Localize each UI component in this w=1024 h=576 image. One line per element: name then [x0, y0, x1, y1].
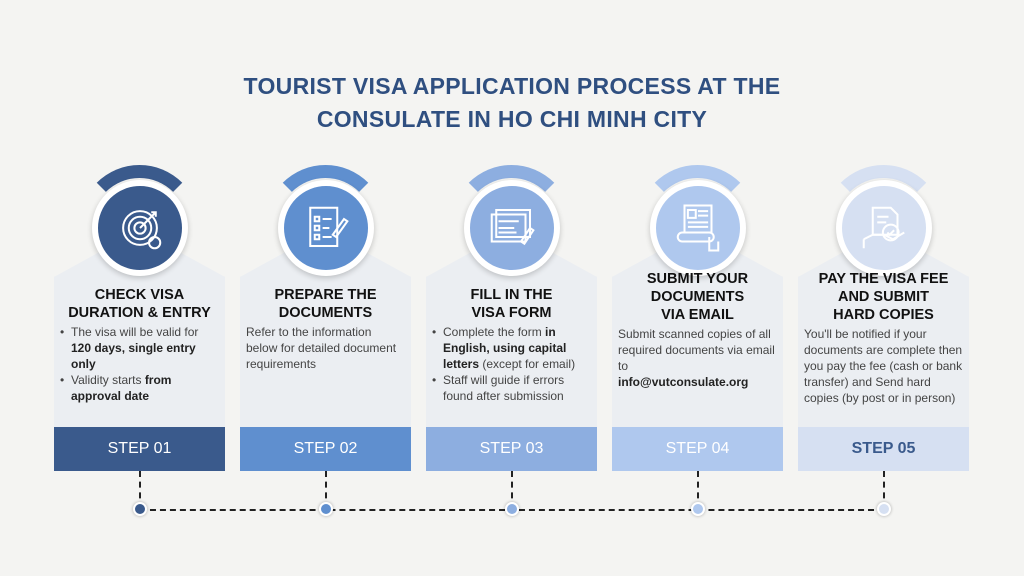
email-link[interactable]: info@vutconsulate.org	[618, 375, 749, 389]
step-label: STEP 04	[612, 427, 783, 471]
form-pen-icon	[464, 180, 560, 276]
step-description: The visa will be valid for 120 days, sin…	[60, 324, 219, 404]
timeline-dot	[505, 502, 519, 516]
timeline-dot	[691, 502, 705, 516]
connector-line	[325, 471, 327, 509]
step-description: Complete the form in English, using capi…	[432, 324, 591, 404]
step-label: STEP 05	[798, 427, 969, 471]
connector-line	[139, 471, 141, 509]
timeline-dot	[319, 502, 333, 516]
timeline-dot	[133, 502, 147, 516]
bullet-item: The visa will be valid for 120 days, sin…	[60, 324, 219, 372]
hand-document-check-icon	[836, 180, 932, 276]
connector-line	[883, 471, 885, 509]
submit-click-icon	[650, 180, 746, 276]
step-description: Submit scanned copies of all required do…	[618, 327, 775, 389]
target-gear-icon	[92, 180, 188, 276]
step-label: STEP 01	[54, 427, 225, 471]
connector-line	[697, 471, 699, 509]
bullet-item: Validity starts from approval date	[60, 372, 219, 404]
step-label: STEP 02	[240, 427, 411, 471]
step-description: Refer to the information below for detai…	[246, 325, 397, 371]
bullet-item: Complete the form in English, using capi…	[432, 324, 591, 372]
step-description: You'll be notified if your documents are…	[804, 327, 963, 405]
connector-line	[511, 471, 513, 509]
bullet-item: Staff will guide if errors found after s…	[432, 372, 591, 404]
timeline-dot	[877, 502, 891, 516]
checklist-pen-icon	[278, 180, 374, 276]
page-title: TOURIST VISA APPLICATION PROCESS AT THE …	[243, 73, 781, 132]
step-label: STEP 03	[426, 427, 597, 471]
